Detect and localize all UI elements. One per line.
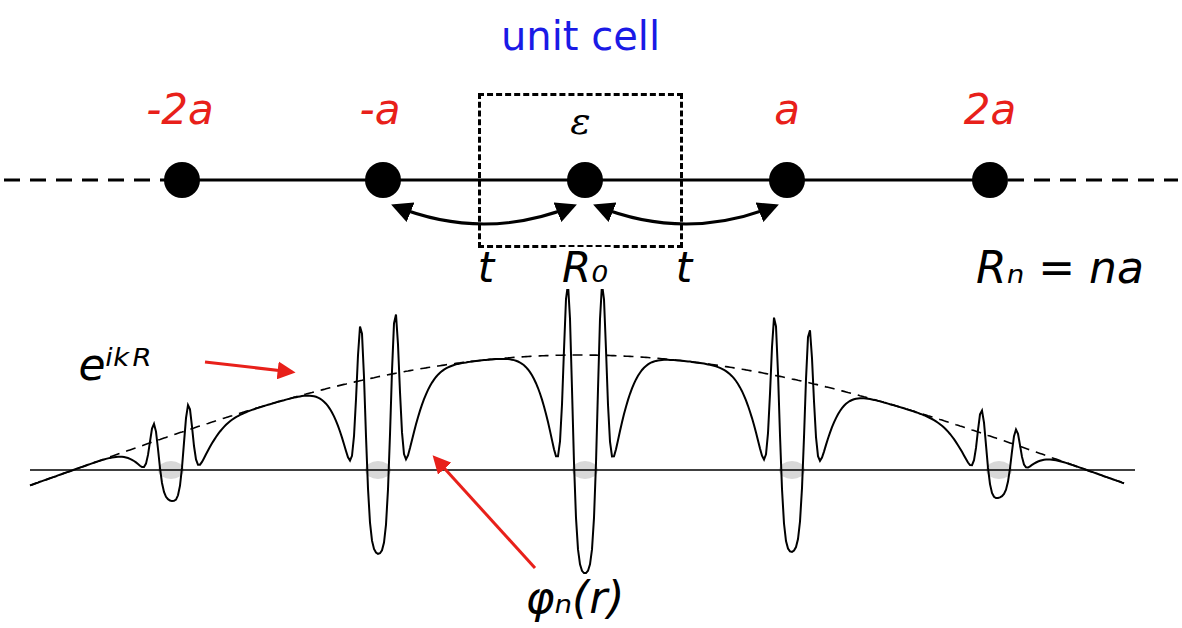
pointer-arrow	[205, 362, 292, 372]
box-heading: unit cell	[501, 16, 660, 56]
phase-factor: eⁱᵏᴿ	[79, 343, 152, 387]
chain-line-dashed	[4, 179, 165, 182]
hopping-arrow	[395, 206, 573, 224]
atom-dot	[567, 162, 603, 198]
site-label: R₀	[558, 247, 612, 289]
hopping-label: t	[478, 247, 494, 289]
atom-dot	[972, 162, 1008, 198]
onsite-energy: ε	[570, 102, 590, 140]
position-label: 2a	[964, 89, 1016, 131]
position-label: a	[774, 89, 800, 131]
hopping-arrow	[597, 206, 775, 224]
unit-cell-box: unit cellε	[478, 93, 683, 248]
chain-line-dashed	[1008, 179, 1178, 182]
envelope-curve	[30, 355, 1124, 485]
pointer-arrow	[435, 458, 535, 568]
atom-dot	[769, 162, 805, 198]
orbital-label: φₙ(r)	[526, 576, 625, 620]
hopping-label: t	[676, 247, 692, 289]
bloch-wave	[30, 284, 1124, 573]
atom-dot	[164, 162, 200, 198]
wave-axis	[30, 469, 1135, 471]
lattice-formula: Rₙ = na	[976, 246, 1144, 290]
atom-dot	[365, 162, 401, 198]
position-label: -a	[360, 89, 401, 131]
position-label: -2a	[146, 89, 214, 131]
